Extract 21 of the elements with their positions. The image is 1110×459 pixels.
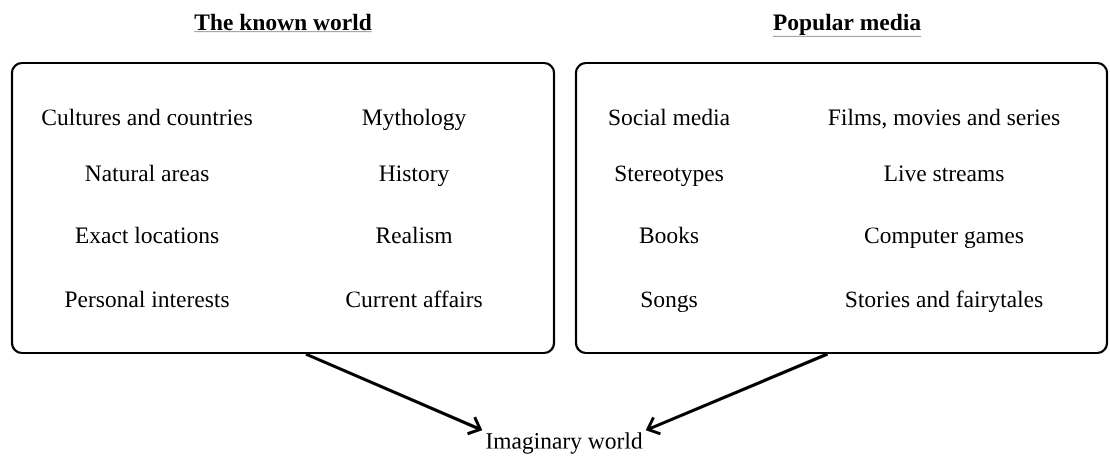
list-item: Personal interests (65, 290, 229, 308)
list-item: Cultures and countries (42, 108, 252, 126)
list-item: Computer games (865, 227, 1024, 249)
list-item: Live streams (884, 165, 1004, 182)
list-item: Current affairs (346, 290, 482, 308)
arrow (645, 352, 829, 436)
list-item: Mythology (362, 108, 467, 131)
list-item: Films, movies and series (828, 108, 1060, 129)
list-item: Songs (641, 291, 697, 313)
list-item: Exact locations (75, 226, 219, 244)
arrow (305, 352, 483, 436)
list-item: Stories and fairytales (846, 290, 1043, 313)
list-item: Books (639, 226, 699, 244)
list-item: Natural areas (85, 164, 209, 182)
result-label: Imaginary world (486, 432, 643, 454)
list-item: Stereotypes (615, 165, 723, 187)
box-heading: The known world (194, 13, 372, 32)
box-heading: Popular media (772, 13, 922, 37)
list-item: Social media (609, 108, 730, 126)
list-item: Realism (376, 226, 453, 244)
list-item: History (379, 165, 450, 187)
